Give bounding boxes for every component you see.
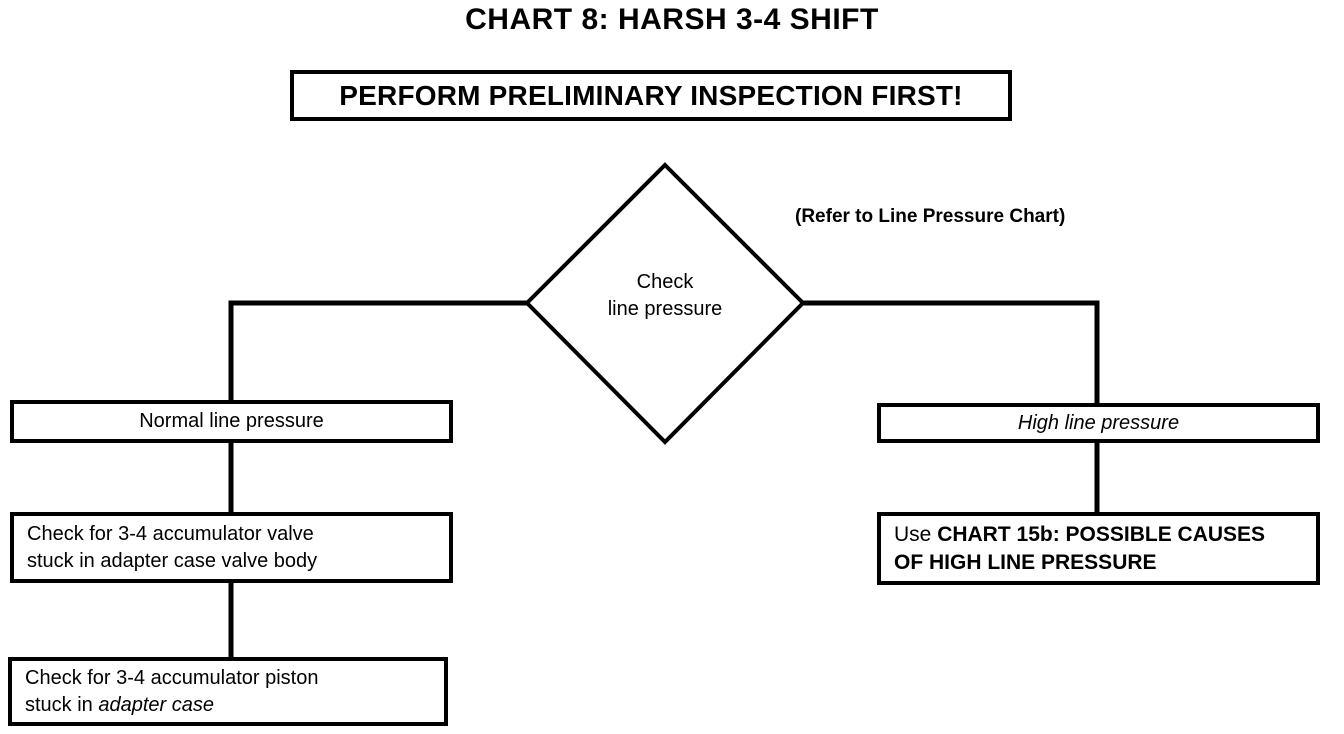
use-chart-15b-box: Use CHART 15b: POSSIBLE CAUSES OF HIGH L… <box>877 512 1320 585</box>
high-line-pressure-box: High line pressure <box>877 403 1320 443</box>
normal-line-pressure-box: Normal line pressure <box>10 400 453 443</box>
use-chart-15b-line1: Use CHART 15b: POSSIBLE CAUSES <box>894 521 1310 549</box>
accumulator-piston-check-line2-italic: adapter case <box>98 693 214 716</box>
left-branch-connector <box>228 300 527 402</box>
use-chart-15b-bold-line1: CHART 15b: POSSIBLE CAUSES <box>937 522 1266 546</box>
accumulator-valve-check-line2: stuck in adapter case valve body <box>27 549 318 572</box>
normal-line-pressure-label: Normal line pressure <box>139 410 324 432</box>
decision-diamond <box>524 162 806 445</box>
accumulator-piston-check-line2: stuck in adapter case <box>25 692 438 719</box>
use-chart-15b-bold-line2: OF HIGH LINE PRESSURE <box>894 550 1157 574</box>
decision-label-line1: Check <box>636 271 694 293</box>
accumulator-piston-check-line1: Check for 3-4 accumulator piston <box>25 666 319 689</box>
accumulator-piston-check-box: Check for 3-4 accumulator piston stuck i… <box>8 657 448 726</box>
preliminary-inspection-banner: PERFORM PRELIMINARY INSPECTION FIRST! <box>290 70 1012 121</box>
preliminary-inspection-banner-label: PERFORM PRELIMINARY INSPECTION FIRST! <box>339 79 963 111</box>
line-pressure-chart-annotation: (Refer to Line Pressure Chart) <box>795 206 1066 227</box>
accumulator-valve-check-box: Check for 3-4 accumulator valve stuck in… <box>10 512 453 583</box>
right-branch-connector <box>803 300 1100 405</box>
accumulator-piston-check-line2-prefix: stuck in <box>25 693 99 716</box>
page-title: CHART 8: HARSH 3-4 SHIFT <box>465 3 879 36</box>
high-line-pressure-label: High line pressure <box>1017 411 1180 434</box>
decision-label-line2: line pressure <box>607 298 723 320</box>
accumulator-valve-check-line1: Check for 3-4 accumulator valve <box>27 522 314 545</box>
decision-label: Check line pressure <box>608 269 723 323</box>
use-chart-15b-prefix: Use <box>894 522 938 546</box>
